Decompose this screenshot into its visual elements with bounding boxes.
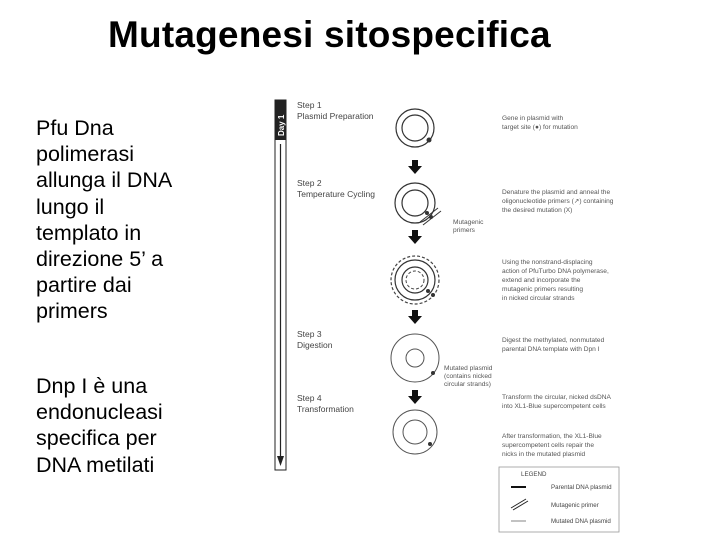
plasmid-denatured [394, 182, 442, 226]
mutated-label-line2: (contains nicked [444, 373, 492, 380]
svg-text:in nicked circular strands: in nicked circular strands [502, 295, 575, 302]
arrow-down-icon [408, 390, 422, 404]
day-bar-label-bg [275, 100, 286, 140]
svg-text:target site (●) for mutation: target site (●) for mutation [502, 124, 578, 131]
svg-text:After transformation, the XL1-: After transformation, the XL1-Blue [502, 433, 602, 440]
arrow-down-icon [408, 230, 422, 244]
day-label: Day 1 [277, 114, 286, 136]
legend-swatch-primer [510, 498, 527, 509]
step2-number: Step 2 [297, 178, 322, 188]
plasmid-repaired [392, 409, 438, 455]
svg-text:extend and incorporate the: extend and incorporate the [502, 277, 581, 284]
step1-number: Step 1 [297, 100, 322, 110]
description-5: Transform the circular, nicked dsDNA int… [502, 394, 612, 410]
day-arrow-icon [277, 456, 284, 466]
svg-text:parental DNA template with Dpn: parental DNA template with Dpn I [502, 346, 600, 353]
svg-text:Transform the circular, nicked: Transform the circular, nicked dsDNA [502, 394, 612, 401]
slide-title: Mutagenesi sitospecifica [108, 14, 551, 55]
description-1: Gene in plasmid with target site (●) for… [502, 115, 578, 131]
svg-text:mutagenic primers resulting: mutagenic primers resulting [502, 286, 583, 293]
svg-text:supercompetent cells repair th: supercompetent cells repair the [502, 442, 594, 449]
text-pfu-polymerase: Pfu Dna polimerasi allunga il DNA lungo … [36, 116, 173, 324]
description-2: Denature the plasmid and anneal the olig… [502, 189, 614, 214]
legend: LEGEND Parental DNA plasmid Mutagenic pr… [498, 466, 620, 533]
step1-name: Plasmid Preparation [297, 111, 374, 121]
mutagenic-label-line2: primers [453, 227, 476, 234]
legend-item-primer: Mutagenic primer [551, 502, 599, 509]
svg-text:Using the nonstrand-displacing: Using the nonstrand-displacing [502, 259, 593, 266]
text-dpn-endonuclease: Dnp I è una endonucleasi specifica per D… [36, 374, 163, 477]
step3-name: Digestion [297, 340, 333, 350]
step3-number: Step 3 [297, 329, 322, 339]
description-6: After transformation, the XL1-Blue super… [502, 433, 602, 458]
svg-text:Denature the plasmid and annea: Denature the plasmid and anneal the [502, 189, 610, 196]
plasmid-extended [390, 255, 440, 305]
mutated-label-line1: Mutated plasmid [444, 365, 493, 372]
legend-item-mutated: Mutated DNA plasmid [551, 518, 611, 525]
arrow-down-icon [408, 310, 422, 324]
description-3: Using the nonstrand-displacing action of… [502, 259, 609, 302]
step4-name: Transformation [297, 404, 354, 414]
legend-title: LEGEND [521, 471, 547, 478]
step4-number: Step 4 [297, 393, 322, 403]
svg-text:action of PfuTurbo DNA polymer: action of PfuTurbo DNA polymerase, [502, 268, 609, 275]
svg-text:Gene in plasmid with: Gene in plasmid with [502, 115, 564, 122]
plasmid-mutated-nicked [390, 333, 440, 383]
svg-text:into XL1-Blue supercompetent c: into XL1-Blue supercompetent cells [502, 403, 606, 410]
arrow-down-icon [408, 160, 422, 174]
svg-text:nicks in the mutated plasmid: nicks in the mutated plasmid [502, 451, 586, 458]
step2-name: Temperature Cycling [297, 189, 375, 199]
plasmid-parental [395, 108, 435, 148]
description-4: Digest the methylated, nonmutated parent… [502, 337, 605, 353]
svg-text:Digest the methylated, nonmuta: Digest the methylated, nonmutated [502, 337, 605, 344]
svg-text:oligonucleotide primers (↗) co: oligonucleotide primers (↗) containing [502, 198, 614, 205]
mutagenic-label-line1: Mutagenic [453, 219, 484, 226]
svg-text:the desired mutation (X): the desired mutation (X) [502, 207, 572, 214]
mutagenesis-protocol-figure: Day 1 Step 1 Plasmid Preparation Step 2 … [274, 99, 620, 533]
mutagenic-primer-mark [419, 207, 439, 223]
mutated-label-line3: circular strands) [444, 381, 491, 388]
legend-item-parental: Parental DNA plasmid [551, 484, 612, 491]
